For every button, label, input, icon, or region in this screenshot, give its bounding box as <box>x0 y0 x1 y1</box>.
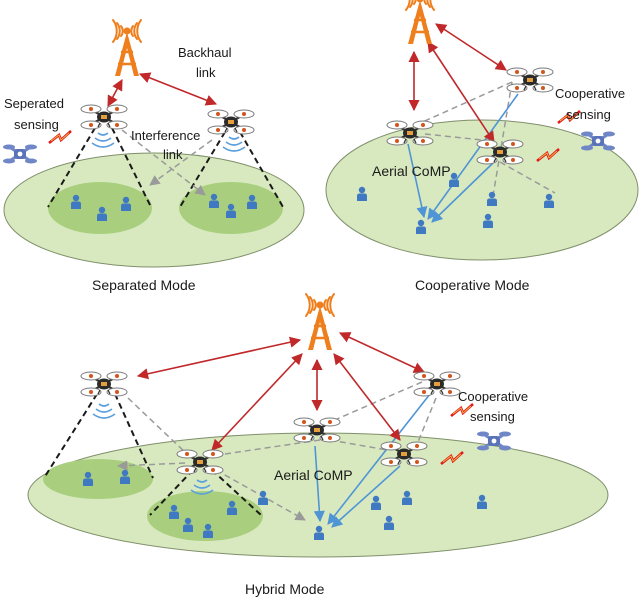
beam-wave-icon <box>222 136 246 152</box>
comp-link <box>331 465 401 528</box>
backhaul-label: Backhaul <box>178 45 232 60</box>
interference-link <box>121 129 206 196</box>
coverage-cell <box>43 459 153 499</box>
separated-mode-panel: Backhaul link Seperated sensing Interfer… <box>1 18 305 293</box>
hybrid-mode-caption: Hybrid Mode <box>245 581 325 597</box>
backhaul-link <box>427 41 495 143</box>
cooperative-mode-panel: Cooperative sensing Aerial CoMP Cooperat… <box>325 0 639 293</box>
backhaul-link <box>338 332 426 373</box>
sensing-signal-icon <box>47 129 73 145</box>
interference-link <box>116 460 186 471</box>
backhaul-link <box>435 23 507 71</box>
cooperative-sensing-label: Cooperative <box>555 86 625 101</box>
ground-area <box>3 152 305 268</box>
backhaul-link <box>107 79 123 107</box>
hybrid-cooperative-sensing-label-line2: sensing <box>470 409 515 424</box>
comp-link <box>327 393 431 525</box>
tower-icon <box>404 0 436 46</box>
interference-link <box>417 397 437 443</box>
comp-link <box>427 93 519 220</box>
interference-link <box>149 139 213 186</box>
uav-icon <box>412 370 462 398</box>
comp-link <box>431 162 494 223</box>
aerial-comp-label: Aerial CoMP <box>372 163 451 179</box>
beam-wave-icon <box>91 132 115 148</box>
target-drone-icon <box>1 143 39 165</box>
separated-sensing-label: Seperated <box>4 96 64 111</box>
separated-sensing-label-line2: sensing <box>14 117 59 132</box>
beam-wave-icon <box>92 403 116 419</box>
interference-link <box>127 397 189 456</box>
interference-link <box>499 161 556 194</box>
interference-link-label: Interference <box>131 128 200 143</box>
tower-icon <box>304 292 336 352</box>
comp-link <box>313 445 325 523</box>
interference-link <box>417 81 513 125</box>
comp-link <box>407 143 428 219</box>
backhaul-link <box>211 353 303 451</box>
uav-icon <box>79 103 129 131</box>
cooperative-sensing-label-line2: sensing <box>566 107 611 122</box>
uav-icon <box>505 66 555 94</box>
backhaul-link <box>333 353 401 441</box>
hybrid-mode-panel: Cooperative sensing Aerial CoMP Hybrid M… <box>27 292 609 597</box>
tower-icon <box>111 18 143 78</box>
interference-link-label-line2: link <box>163 147 183 162</box>
backhaul-link <box>136 336 302 380</box>
hybrid-cooperative-sensing-label: Cooperative <box>458 389 528 404</box>
interference-link <box>329 381 423 423</box>
cooperative-mode-caption: Cooperative Mode <box>415 277 530 293</box>
backhaul-label-line2: link <box>196 65 216 80</box>
hybrid-aerial-comp-label: Aerial CoMP <box>274 467 353 483</box>
uav-icon <box>206 108 256 136</box>
separated-mode-caption: Separated Mode <box>92 277 196 293</box>
uav-icon <box>79 370 129 398</box>
backhaul-link <box>138 72 218 106</box>
